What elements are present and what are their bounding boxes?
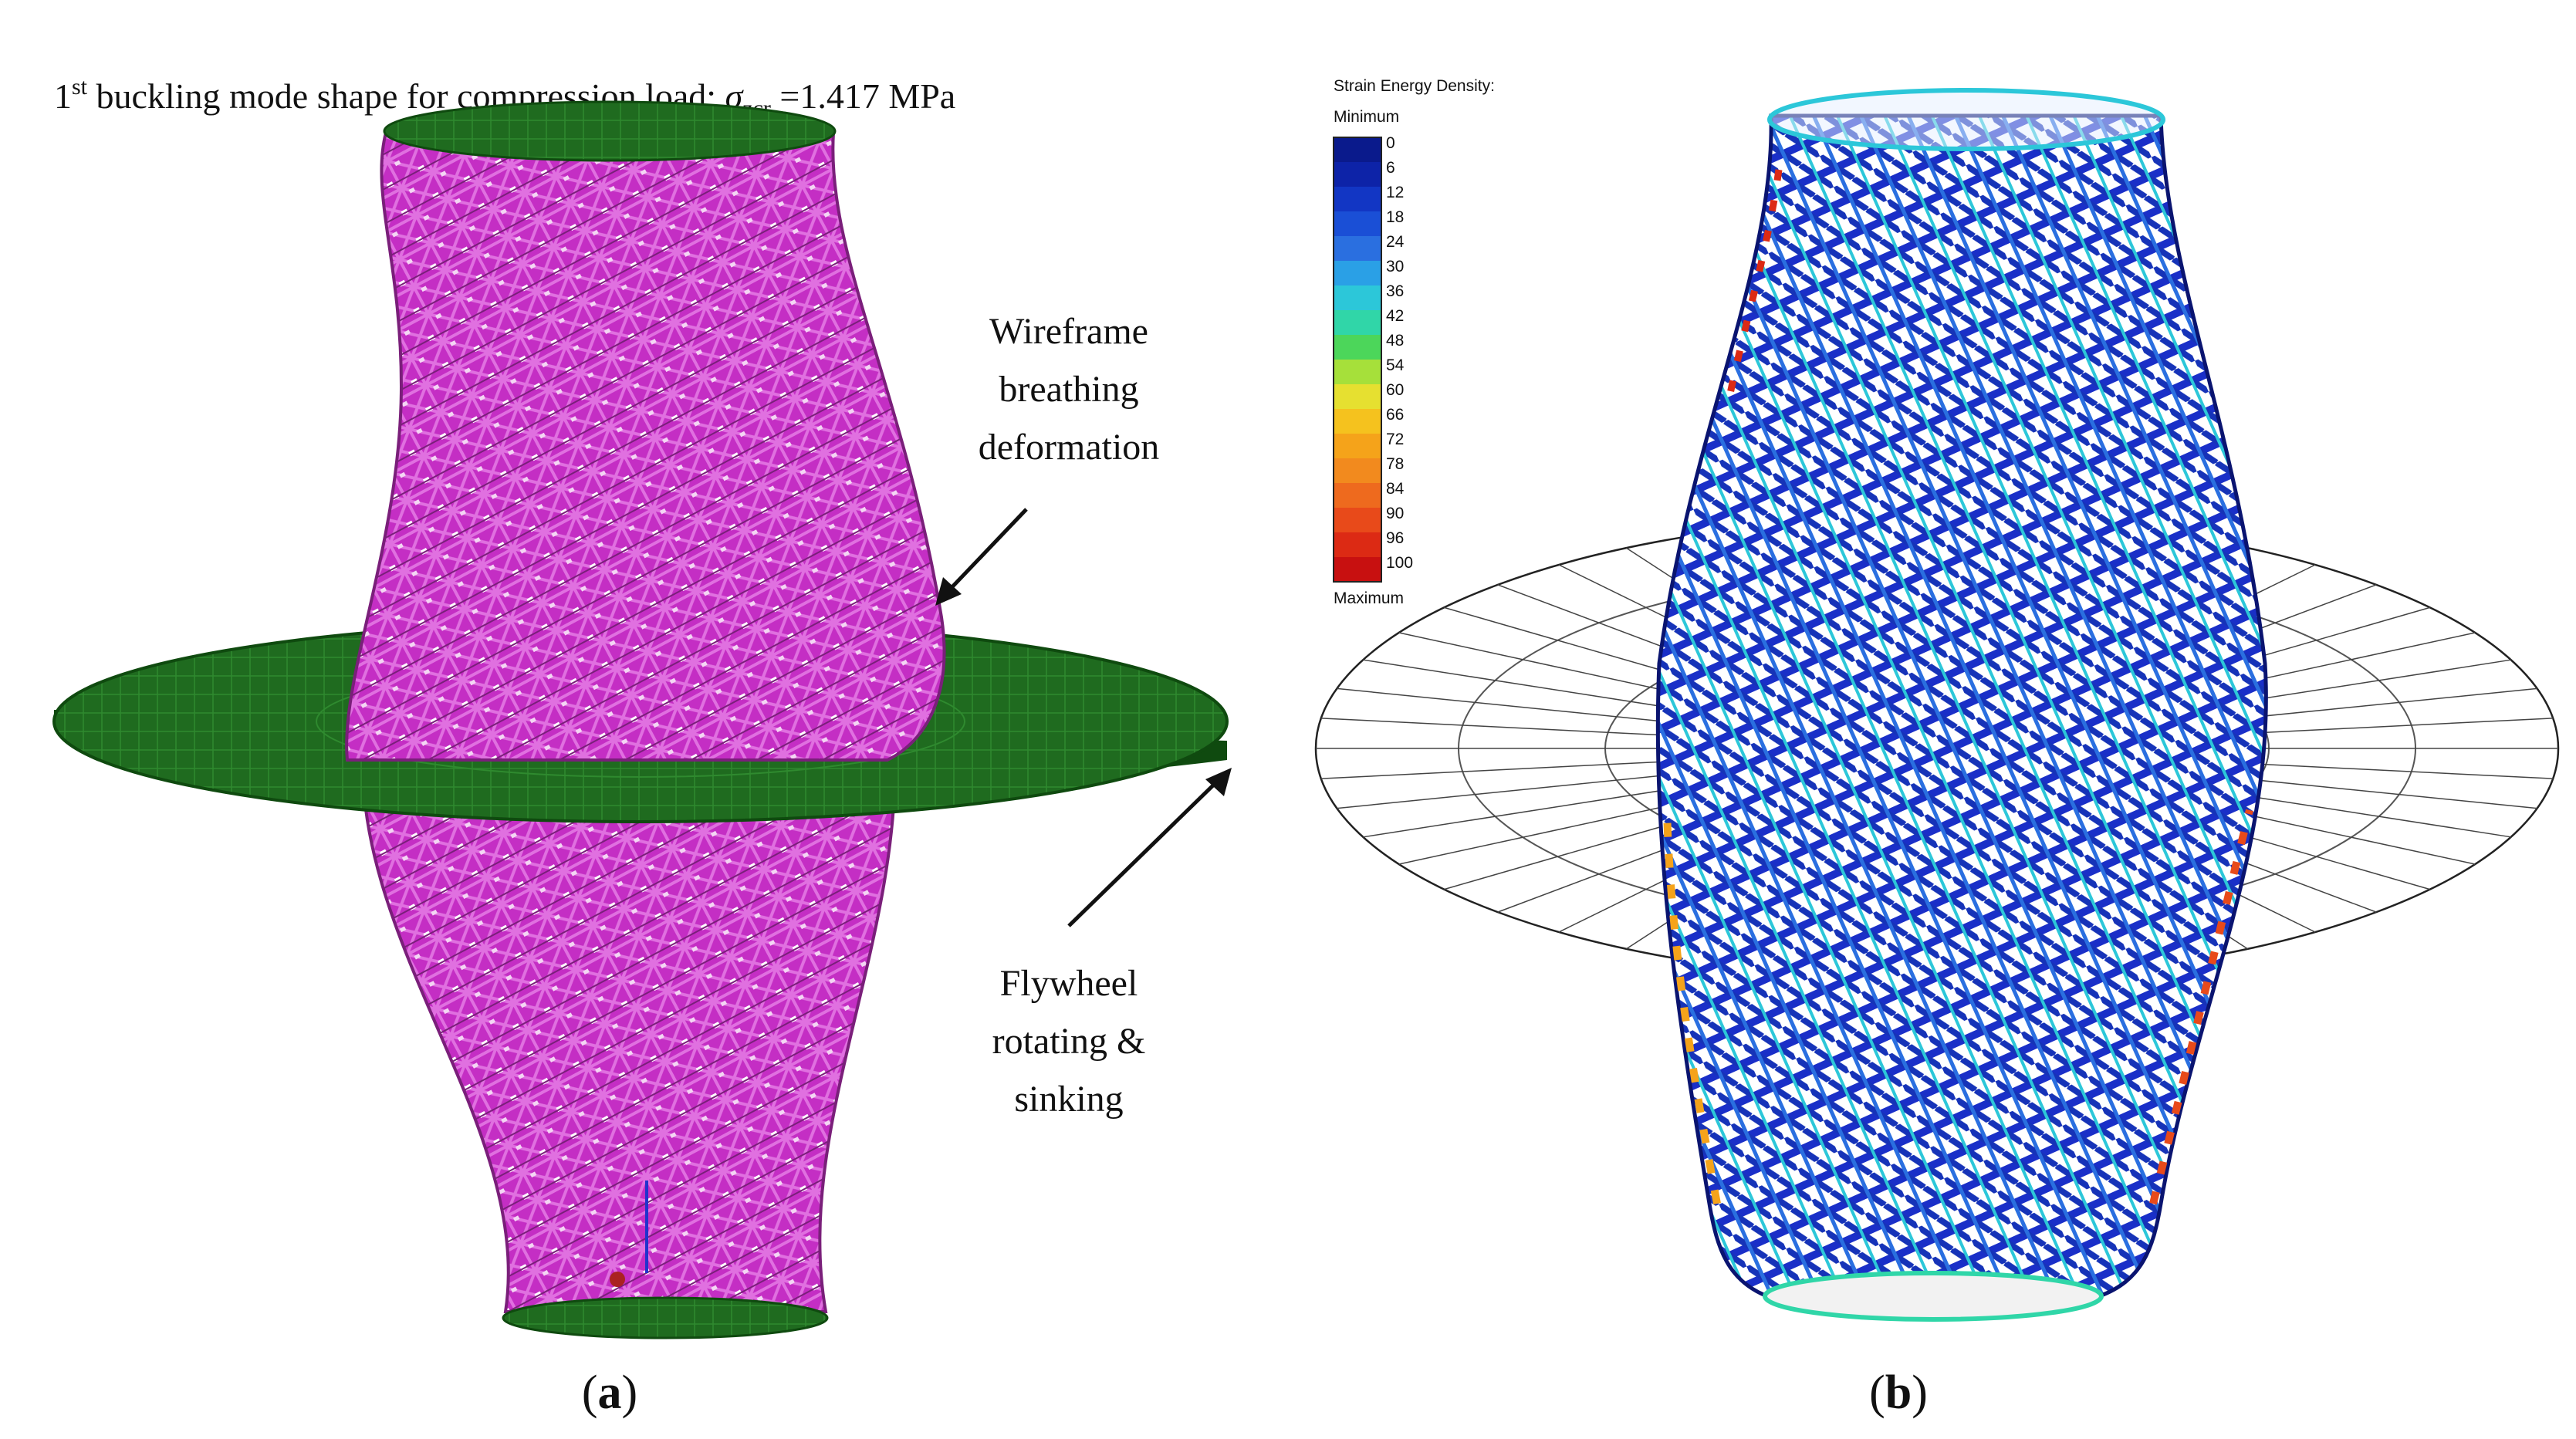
legend-tick-label: 42	[1386, 307, 1404, 325]
legend-swatch	[1334, 434, 1381, 458]
legend-tick-label: 48	[1386, 332, 1404, 350]
legend-tick-label: 6	[1386, 159, 1395, 177]
legend: Strain Energy Density: Minimum 0 6 12 18 24 3…	[1333, 77, 1495, 607]
arrow-breathing-head	[935, 577, 962, 606]
annotation-line: sinking	[1014, 1079, 1123, 1120]
legend-swatch	[1334, 211, 1381, 236]
upper-body	[345, 131, 946, 762]
disk-spoke	[1337, 687, 1714, 728]
legend-swatch	[1334, 532, 1381, 557]
caption-b: (b)	[1869, 1366, 1928, 1419]
legend-swatch	[1334, 236, 1381, 261]
title-value: =1.417 MPa	[771, 76, 955, 116]
legend-tick-label: 72	[1386, 431, 1404, 448]
annotation-line: deformation	[979, 427, 1160, 468]
legend-tick-label: 36	[1386, 282, 1404, 300]
legend-tick-label: 0	[1386, 134, 1395, 152]
bottom-cap	[502, 1296, 829, 1339]
legend-ticks: 0 6 12 18 24 30 36 42 48 54 60 66 72 78 84 90 96 100	[1386, 134, 1413, 572]
panel-a: 1st buckling mode shape for compression …	[52, 74, 1232, 1419]
annotation-line: breathing	[999, 369, 1138, 410]
legend-tick-label: 84	[1386, 480, 1405, 498]
legend-tick-label: 54	[1386, 356, 1405, 374]
legend-min-label: Minimum	[1334, 108, 1399, 126]
legend-swatch	[1334, 360, 1381, 384]
legend-swatch	[1334, 508, 1381, 532]
legend-max-label: Maximum	[1334, 589, 1404, 607]
legend-tick-label: 12	[1386, 184, 1404, 201]
legend-tick-label: 78	[1386, 455, 1404, 473]
legend-tick-label: 24	[1386, 233, 1405, 251]
disk-spoke	[1320, 758, 1708, 779]
legend-swatch	[1334, 162, 1381, 187]
legend-tick-label: 60	[1386, 381, 1404, 399]
panel-b: Strain Energy Density: Minimum 0 6 12 18 24 3…	[1314, 77, 2560, 1419]
caption-a: (a)	[582, 1366, 637, 1419]
legend-tick-label: 30	[1386, 258, 1404, 275]
lattice-body	[1655, 113, 2268, 1299]
title-superscript: st	[72, 74, 88, 100]
legend-tick-label: 90	[1386, 505, 1404, 522]
legend-swatches	[1333, 137, 1382, 583]
edge-highlight-top	[1725, 169, 1783, 402]
arrow-breathing	[944, 508, 1028, 596]
legend-swatch	[1334, 137, 1381, 162]
arrow-flywheel	[1067, 778, 1221, 927]
legend-swatch	[1334, 261, 1381, 285]
legend-tick-label: 66	[1386, 406, 1404, 424]
legend-swatch	[1334, 409, 1381, 434]
legend-swatch	[1334, 285, 1381, 310]
legend-swatch	[1334, 483, 1381, 508]
legend-tick-label: 18	[1386, 208, 1404, 226]
legend-swatch	[1334, 335, 1381, 360]
legend-swatch	[1334, 187, 1381, 211]
disk-spoke	[1320, 718, 1708, 738]
annotation-line: Wireframe	[989, 311, 1148, 352]
edge-highlight-right	[2149, 809, 2253, 1205]
legend-border	[1333, 137, 1382, 583]
legend-swatch	[1334, 310, 1381, 335]
annotation-line: rotating &	[992, 1021, 1146, 1062]
legend-swatch	[1334, 458, 1381, 483]
bottom-cap-b	[1763, 1271, 2104, 1322]
legend-tick-label: 96	[1386, 529, 1404, 547]
arrow-flywheel-head	[1205, 768, 1232, 796]
top-cap	[383, 100, 837, 162]
disk-spoke	[1337, 769, 1714, 809]
lower-body	[360, 762, 898, 1313]
annotation-breathing: Wireframe breathing deformation	[979, 311, 1160, 468]
legend-swatch	[1334, 557, 1381, 582]
legend-title: Strain Energy Density:	[1334, 77, 1495, 95]
legend-swatch	[1334, 384, 1381, 409]
top-cap-b	[1767, 88, 2165, 151]
title-ordinal: 1	[54, 76, 72, 116]
origin-marker	[610, 1272, 625, 1287]
annotation-flywheel: Flywheel rotating & sinking	[992, 963, 1146, 1120]
legend-tick-label: 100	[1386, 554, 1413, 572]
edge-highlight-left	[1663, 809, 1721, 1204]
annotation-line: Flywheel	[1000, 963, 1138, 1004]
